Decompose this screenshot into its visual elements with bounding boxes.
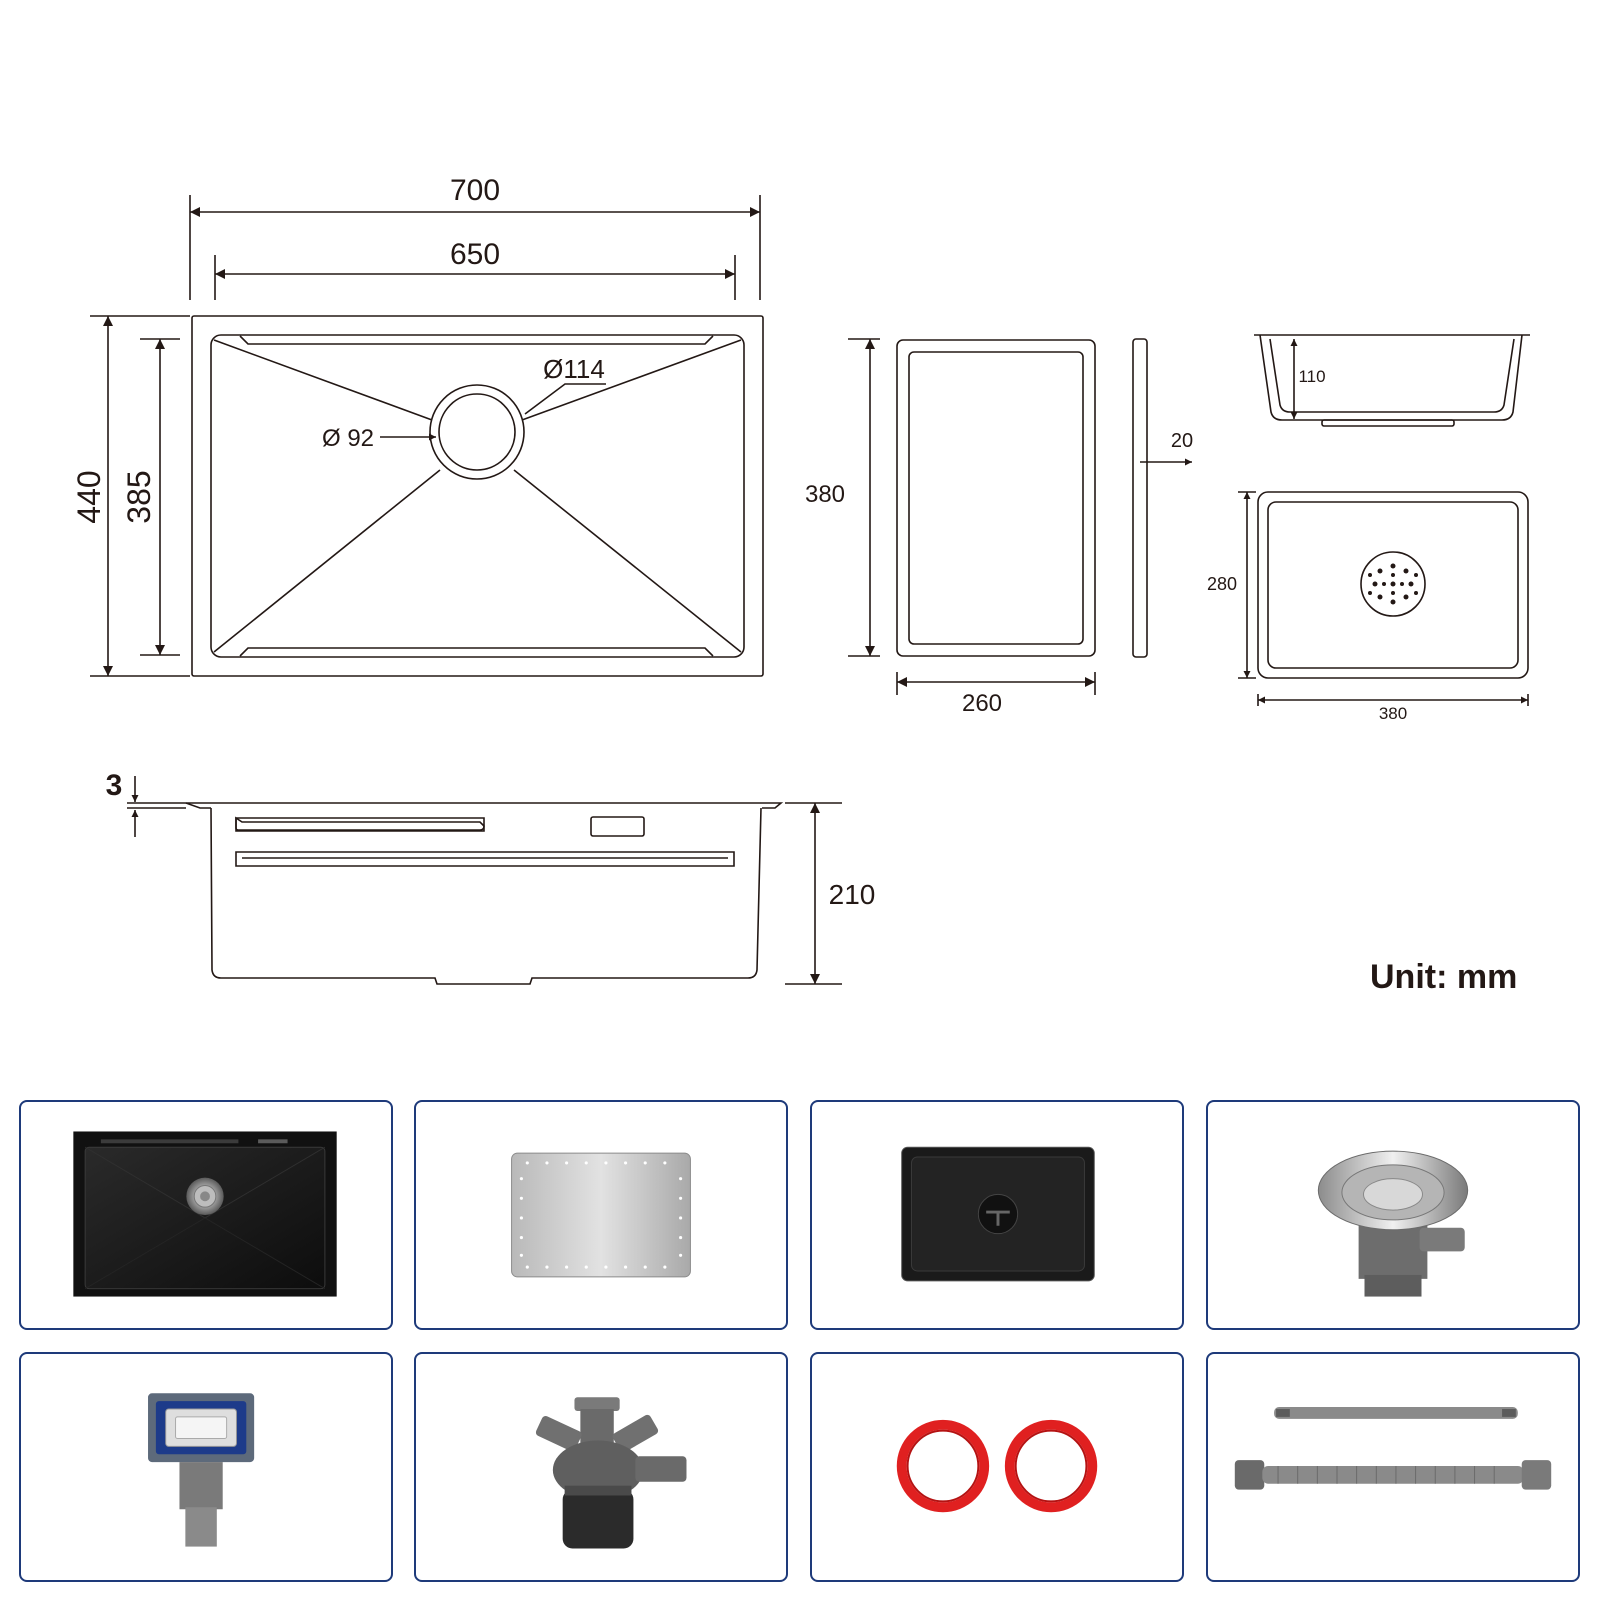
drain-hoses-icon: [1234, 1407, 1552, 1490]
basket-280-label: 280: [1207, 574, 1237, 594]
accessory-card-hoses: [1206, 1352, 1580, 1582]
p-trap-icon: [535, 1397, 687, 1549]
cutting-board-drawing: [848, 338, 1192, 695]
accessory-card-strainer: [1206, 1100, 1580, 1330]
sink-top-view: [90, 195, 764, 677]
sink-side-view: [127, 776, 842, 985]
flange-3-label: 3: [106, 769, 123, 802]
overflow-drain-icon: [148, 1393, 255, 1547]
unit-label: Unit: mm: [1370, 958, 1518, 996]
drain-basket-drawing: [1238, 334, 1530, 706]
board-260-label: 260: [962, 690, 1002, 717]
board-20-label: 20: [1171, 430, 1193, 452]
board-380-label: 380: [805, 481, 845, 508]
accessory-card-p-trap: [414, 1352, 788, 1582]
basket-110-label: 110: [1298, 367, 1325, 386]
accessory-card-overflow: [19, 1352, 393, 1582]
technical-drawing: 700 650 440 385 Ø114 Ø 92 380 260 20: [71, 174, 1530, 985]
width-700-label: 700: [450, 174, 500, 207]
accessory-card-sink: [19, 1100, 393, 1330]
depth-440-label: 440: [71, 470, 107, 523]
depth-385-label: 385: [121, 470, 157, 523]
drain-114-label: Ø114: [543, 354, 605, 384]
accessory-card-cutting-board: [414, 1100, 788, 1330]
rubber-seal-rings-icon: [896, 1419, 1098, 1513]
drain-basket-icon: [901, 1146, 1095, 1282]
drain-92-label: Ø 92: [322, 425, 374, 452]
sink-bowl-icon: [73, 1131, 337, 1297]
width-650-label: 650: [450, 238, 500, 271]
accessory-card-seal-rings: [810, 1352, 1184, 1582]
height-210-label: 210: [829, 879, 876, 910]
accessory-card-drain-basket: [810, 1100, 1184, 1330]
basket-strainer-holes: [1368, 563, 1418, 605]
cutting-board-icon: [511, 1152, 691, 1278]
strainer-drain-icon: [1317, 1150, 1469, 1297]
basket-380-label: 380: [1379, 704, 1407, 723]
